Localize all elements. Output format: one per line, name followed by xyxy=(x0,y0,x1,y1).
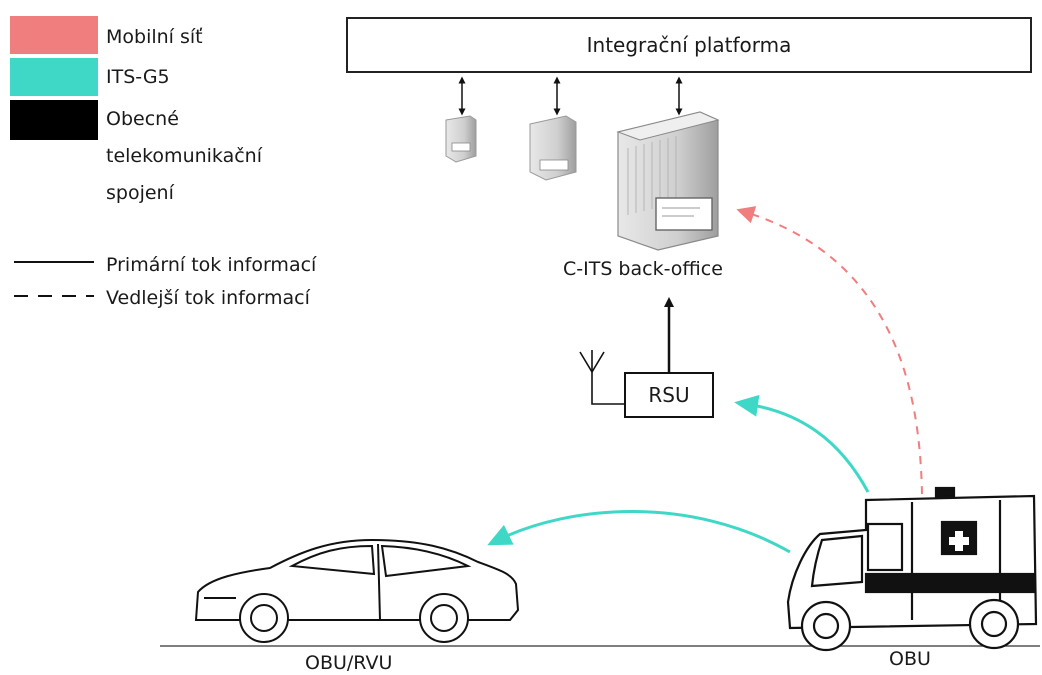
legend-label-secondary: Vedlejší tok informací xyxy=(106,287,310,309)
ambulance-label: OBU xyxy=(889,648,931,670)
integration-platform-label: Integrační platforma xyxy=(586,33,792,57)
legend-swatch-itsg5 xyxy=(10,58,98,96)
legend-label-telecom-1: Obecné xyxy=(106,108,179,130)
legend-label-mobile: Mobilní síť xyxy=(106,26,203,48)
car-label: OBU/RVU xyxy=(305,652,393,674)
legend-label-telecom-3: spojení xyxy=(106,182,174,204)
ambulance-icon xyxy=(786,486,1038,652)
its-g5-arrow-ambulance-to-car xyxy=(487,510,791,554)
server-icon-backoffice xyxy=(616,111,720,251)
its-g5-arrow-ambulance-to-rsu xyxy=(734,394,870,493)
antenna-icon xyxy=(579,350,624,405)
legend-label-itsg5: ITS-G5 xyxy=(106,66,170,88)
legend-label-telecom-2: telekomunikační xyxy=(106,145,263,167)
mobile-arrow-ambulance-to-backoffice xyxy=(736,206,923,495)
car-icon xyxy=(194,538,520,643)
legend-label-primary: Primární tok informací xyxy=(106,254,317,276)
rsu-box: RSU xyxy=(624,372,714,418)
legend-swatch-mobile xyxy=(10,16,98,54)
legend-swatch-telecom xyxy=(10,100,98,140)
server-icon-small-1 xyxy=(445,115,477,163)
backoffice-label: C-ITS back-office xyxy=(563,258,723,280)
server-icon-small-2 xyxy=(529,115,577,181)
rsu-label: RSU xyxy=(648,383,690,407)
integration-platform-box: Integrační platforma xyxy=(346,17,1032,73)
